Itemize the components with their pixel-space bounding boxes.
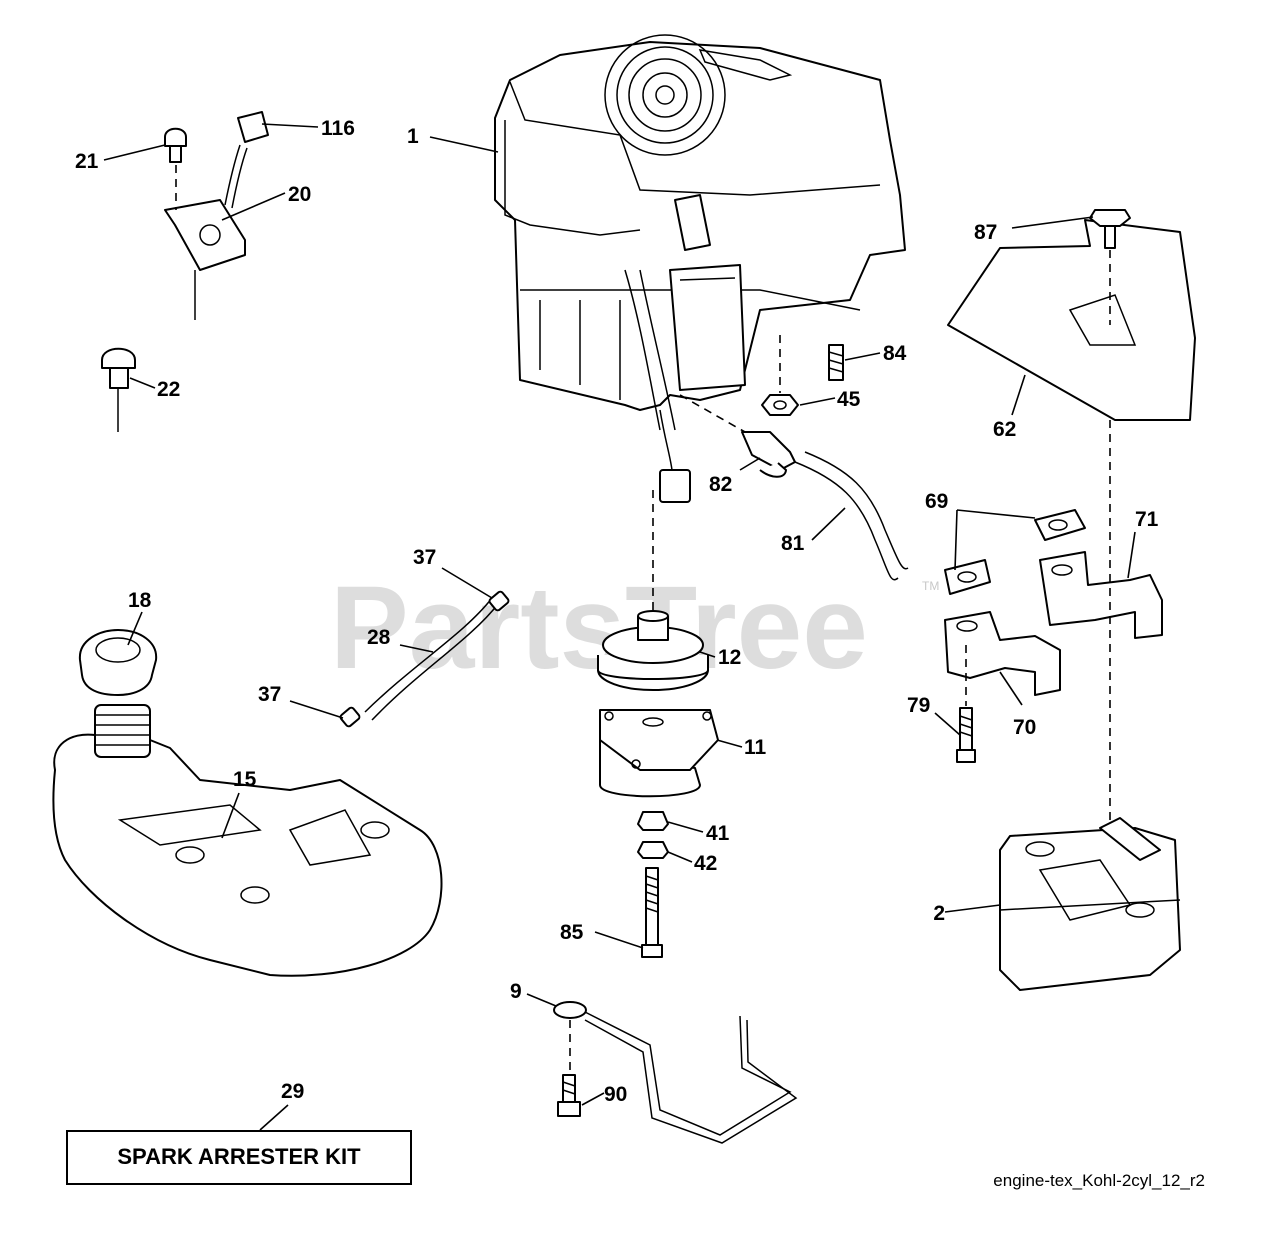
clutch-bolt[interactable] — [641, 867, 663, 958]
spark-arrester-kit-label: SPARK ARRESTER KIT — [117, 1144, 361, 1169]
callout-20: 20 — [288, 183, 311, 206]
throttle-screw[interactable] — [164, 127, 187, 163]
choke-control[interactable] — [101, 347, 136, 432]
drawing-code: engine-tex_Kohl-2cyl_12_r2 — [993, 1171, 1205, 1190]
callout-62: 62 — [993, 418, 1016, 441]
fuel-line[interactable] — [364, 597, 499, 721]
muffler-bracket[interactable] — [553, 1001, 798, 1144]
callout-21: 21 — [75, 150, 99, 173]
fuel-tank[interactable] — [52, 704, 443, 977]
heat-shield[interactable] — [947, 219, 1196, 421]
callout-15: 15 — [233, 768, 257, 791]
wire-harness-connector[interactable] — [659, 409, 691, 503]
callout-81: 81 — [781, 532, 805, 555]
callout-90: 90 — [604, 1083, 627, 1106]
washer-41[interactable] — [637, 811, 669, 831]
hose-clamp-upper[interactable] — [488, 590, 510, 612]
callout-79: 79 — [907, 694, 930, 717]
callout-41: 41 — [706, 822, 730, 845]
throttle-control[interactable] — [164, 144, 248, 320]
bolt-84[interactable] — [828, 344, 844, 381]
callout-71: 71 — [1135, 508, 1159, 531]
callout-18: 18 — [128, 589, 152, 612]
callout-85: 85 — [560, 921, 584, 944]
callout-42: 42 — [694, 852, 717, 875]
pto-clutch[interactable] — [599, 709, 719, 798]
washer-42[interactable] — [637, 841, 669, 859]
oil-drain-hose[interactable] — [794, 451, 909, 581]
callout-37-lower: 37 — [258, 683, 281, 706]
callout-9: 9 — [510, 980, 522, 1003]
callout-116: 116 — [321, 117, 355, 140]
nut-45[interactable] — [761, 394, 799, 416]
oil-drain-valve[interactable] — [741, 431, 796, 478]
callout-22: 22 — [157, 378, 180, 401]
callout-84: 84 — [883, 342, 907, 365]
exhaust-pipe-right[interactable] — [1039, 551, 1163, 639]
callout-37-upper: 37 — [413, 546, 436, 569]
spark-arrester-kit-box[interactable]: SPARK ARRESTER KIT — [66, 1130, 412, 1185]
engine-pulley[interactable] — [597, 610, 709, 691]
heat-shield-screw[interactable] — [1089, 209, 1131, 249]
callout-29: 29 — [281, 1080, 304, 1103]
watermark-trademark: TM — [922, 579, 939, 593]
callout-1: 1 — [407, 125, 419, 148]
exhaust-gasket-lower[interactable] — [944, 559, 991, 595]
callout-11: 11 — [744, 736, 767, 759]
screw-79[interactable] — [956, 707, 976, 763]
callout-82: 82 — [709, 473, 732, 496]
exhaust-pipe-left[interactable] — [944, 611, 1061, 696]
muffler[interactable] — [999, 817, 1181, 991]
bolt-90[interactable] — [557, 1074, 581, 1117]
callout-2: 2 — [933, 902, 945, 925]
oil-drain-axis — [679, 394, 746, 433]
throttle-knob[interactable] — [237, 111, 269, 143]
callout-70: 70 — [1013, 716, 1036, 739]
exhaust-gasket-upper[interactable] — [1034, 509, 1086, 541]
callout-69: 69 — [925, 490, 948, 513]
callout-28: 28 — [367, 626, 391, 649]
callout-87: 87 — [974, 221, 997, 244]
callout-12: 12 — [718, 646, 741, 669]
leader-lines — [103, 123, 1136, 1131]
fuel-cap[interactable] — [78, 629, 158, 696]
callout-45: 45 — [837, 388, 861, 411]
engine[interactable] — [494, 34, 906, 431]
hose-clamp-lower[interactable] — [339, 706, 361, 728]
